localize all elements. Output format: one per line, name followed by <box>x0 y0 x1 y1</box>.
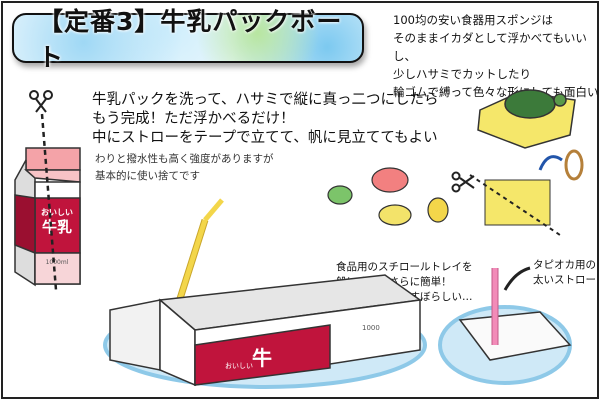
straw-note: タピオカ用の 太いストロー <box>533 259 596 286</box>
main-instructions: 牛乳パックを洗って、ハサミで縦に真っ二つにしたら もう完成！ただ浮かべるだけ！ … <box>92 92 439 146</box>
sponge-note: 100均の安い食器用スポンジは そのままイカダとして浮かべてもいいし、 少しハサ… <box>393 13 599 99</box>
page-title: 【定番3】牛乳パックボート <box>38 7 343 72</box>
title-banner: 【定番3】牛乳パックボート <box>12 7 364 72</box>
sub-note: わりと撥水性も高く強度がありますが 基本的に使い捨てです <box>95 153 274 182</box>
tray-note: 食品用のスチロールトレイを 船にするとさらに簡単！ 見た目は相当みすぼらしい… <box>336 261 473 303</box>
